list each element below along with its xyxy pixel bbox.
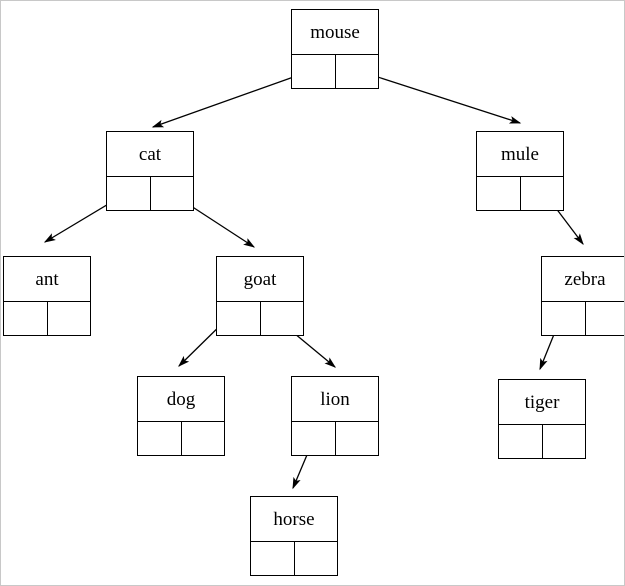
tree-node-label: tiger <box>499 380 585 425</box>
tree-node-mouse[interactable]: mouse <box>291 9 379 89</box>
tree-node-mule[interactable]: mule <box>476 131 564 211</box>
tree-node-dog[interactable]: dog <box>137 376 225 456</box>
tree-node-zebra[interactable]: zebra <box>541 256 624 336</box>
tree-node-label: mule <box>477 132 563 177</box>
tree-node-pointer-row <box>499 425 585 458</box>
tree-node-pointer-row <box>292 55 378 88</box>
left-pointer-cell-mule[interactable] <box>477 177 521 210</box>
tree-node-pointer-row <box>217 302 303 335</box>
left-pointer-cell-mouse[interactable] <box>292 55 336 88</box>
left-pointer-cell-goat[interactable] <box>217 302 261 335</box>
tree-node-cat[interactable]: cat <box>106 131 194 211</box>
tree-node-pointer-row <box>251 542 337 575</box>
tree-node-horse[interactable]: horse <box>250 496 338 576</box>
tree-node-label: horse <box>251 497 337 542</box>
tree-node-pointer-row <box>292 422 378 455</box>
left-pointer-cell-horse[interactable] <box>251 542 295 575</box>
right-pointer-cell-horse[interactable] <box>294 542 337 575</box>
right-pointer-cell-mouse[interactable] <box>335 55 378 88</box>
left-pointer-cell-ant[interactable] <box>4 302 48 335</box>
right-pointer-cell-tiger[interactable] <box>542 425 585 458</box>
tree-node-label: cat <box>107 132 193 177</box>
tree-node-tiger[interactable]: tiger <box>498 379 586 459</box>
right-pointer-cell-zebra[interactable] <box>585 302 624 335</box>
right-pointer-cell-lion[interactable] <box>335 422 378 455</box>
right-pointer-cell-cat[interactable] <box>150 177 193 210</box>
left-pointer-cell-zebra[interactable] <box>542 302 586 335</box>
right-pointer-cell-mule[interactable] <box>520 177 563 210</box>
tree-node-label: dog <box>138 377 224 422</box>
tree-node-pointer-row <box>4 302 90 335</box>
left-pointer-cell-dog[interactable] <box>138 422 182 455</box>
tree-node-label: ant <box>4 257 90 302</box>
tree-node-pointer-row <box>542 302 624 335</box>
left-pointer-cell-cat[interactable] <box>107 177 151 210</box>
tree-node-label: mouse <box>292 10 378 55</box>
right-pointer-cell-goat[interactable] <box>260 302 303 335</box>
right-pointer-cell-ant[interactable] <box>47 302 90 335</box>
right-pointer-cell-dog[interactable] <box>181 422 224 455</box>
tree-node-label: lion <box>292 377 378 422</box>
tree-node-lion[interactable]: lion <box>291 376 379 456</box>
left-pointer-cell-tiger[interactable] <box>499 425 543 458</box>
tree-node-pointer-row <box>107 177 193 210</box>
tree-node-label: zebra <box>542 257 624 302</box>
tree-node-ant[interactable]: ant <box>3 256 91 336</box>
tree-node-pointer-row <box>138 422 224 455</box>
tree-node-label: goat <box>217 257 303 302</box>
tree-node-goat[interactable]: goat <box>216 256 304 336</box>
left-pointer-cell-lion[interactable] <box>292 422 336 455</box>
tree-node-pointer-row <box>477 177 563 210</box>
